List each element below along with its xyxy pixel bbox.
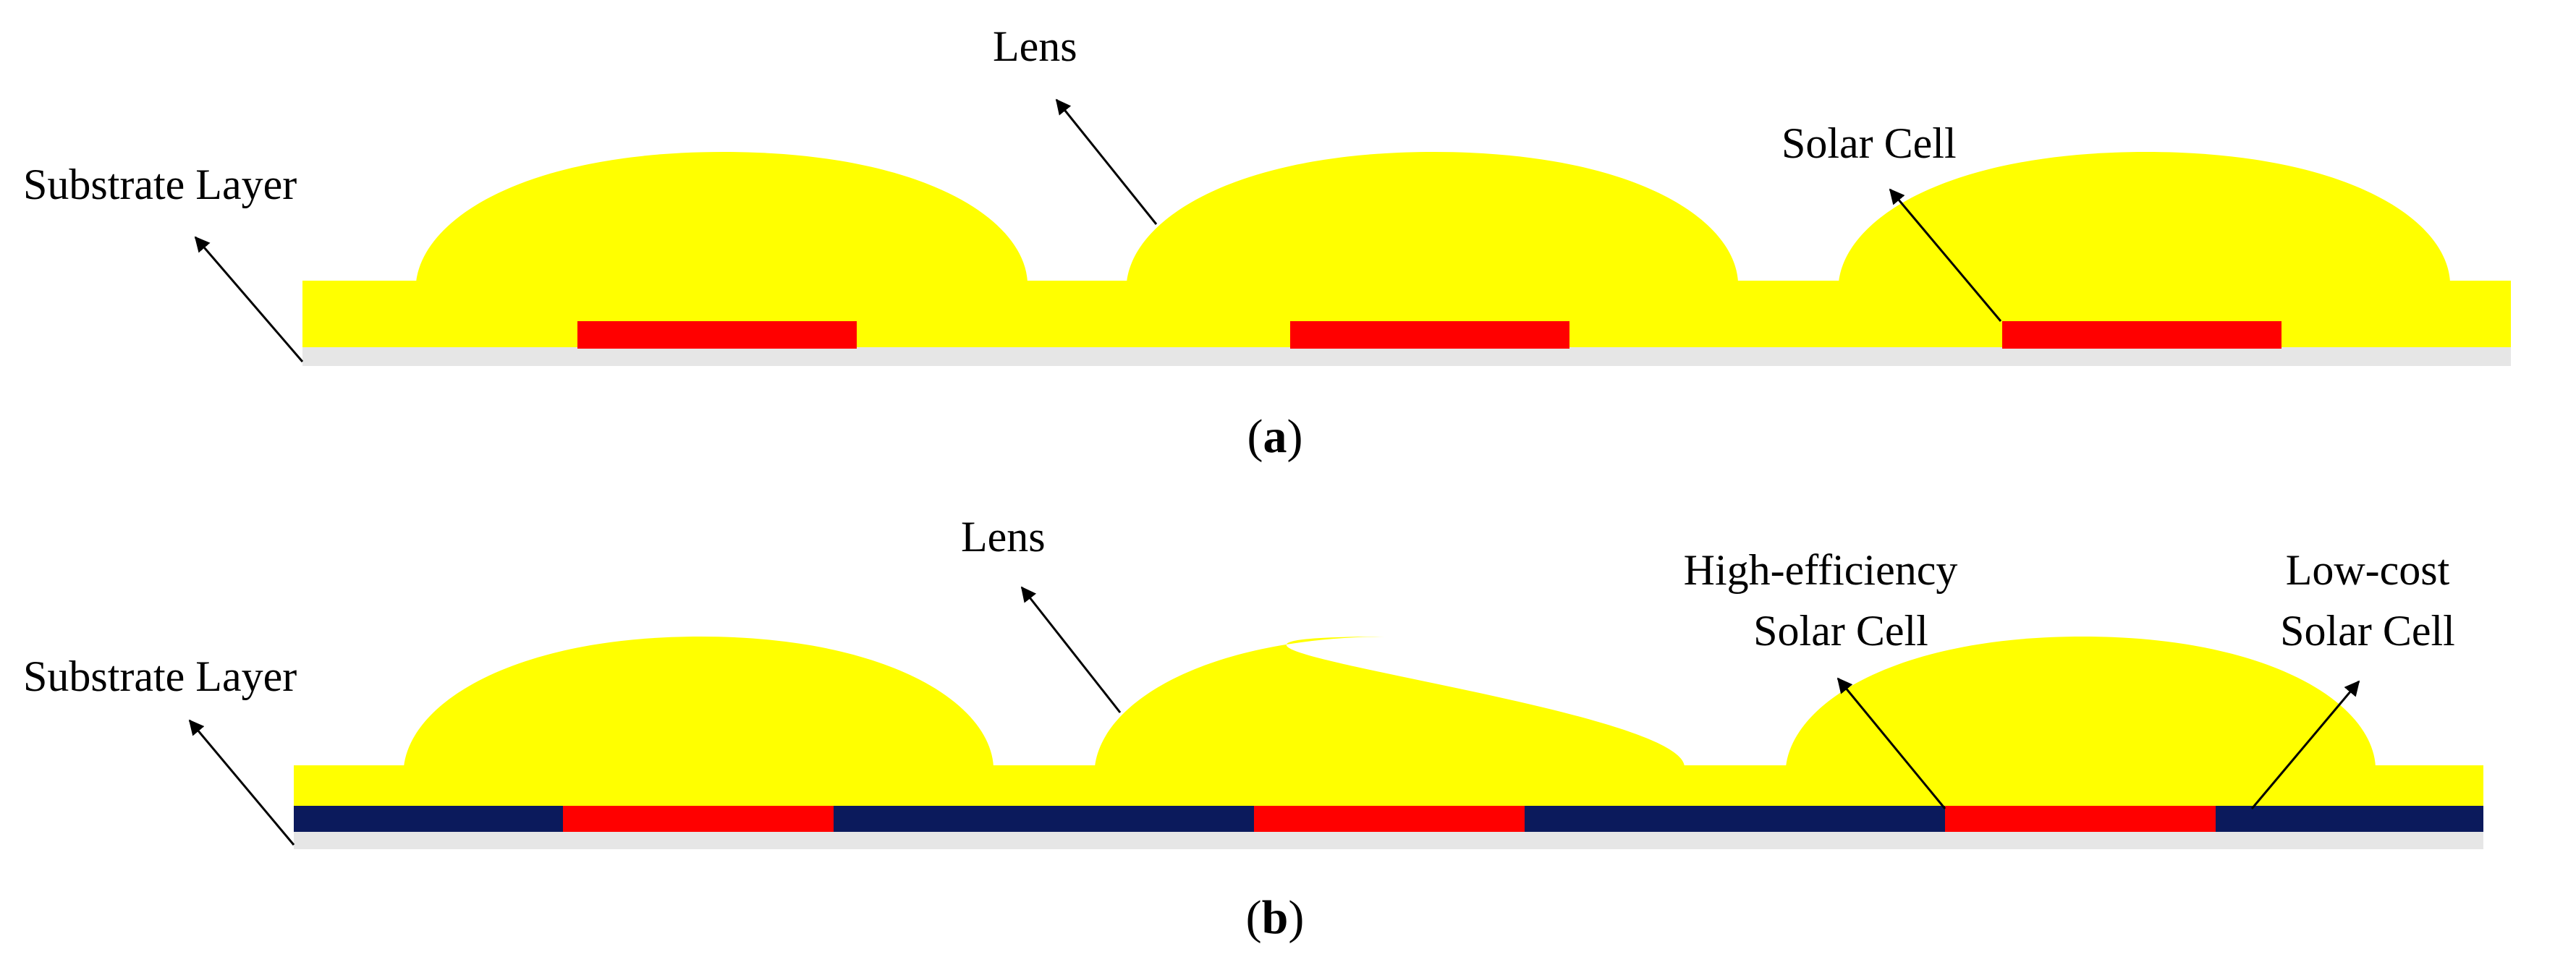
- high-eff-cell-b2: [1254, 806, 1525, 832]
- label-lens-a: Lens: [993, 22, 1077, 70]
- lens-dome-a1: [416, 152, 1028, 282]
- solar-cell-a2: [1290, 321, 1569, 349]
- label-substrate-b: Substrate Layer: [23, 652, 297, 700]
- lens-dome-a3: [1839, 152, 2450, 282]
- label-high-eff-line1: High-efficiency: [1684, 546, 1958, 594]
- label-high-eff-line2: Solar Cell: [1753, 607, 1928, 655]
- substrate-layer-b: [294, 830, 2483, 849]
- caption-a: (a): [1247, 410, 1303, 463]
- arrow-substrate-a: [194, 236, 304, 362]
- panel-b: Substrate Layer Lens High-efficiency Sol…: [23, 513, 2483, 944]
- high-eff-cell-b1: [563, 806, 834, 832]
- arrow-low-cost-b: [2250, 680, 2360, 809]
- label-low-cost-line1: Low-cost: [2286, 546, 2450, 594]
- label-substrate-a: Substrate Layer: [23, 161, 297, 208]
- arrow-substrate-b: [188, 719, 295, 846]
- lens-dome-b3: [1786, 637, 2376, 767]
- high-eff-cell-b3: [1945, 806, 2216, 832]
- solar-cell-a1: [577, 321, 857, 349]
- arrow-high-eff-b: [1836, 677, 1946, 809]
- lens-dome-a2: [1127, 152, 1738, 282]
- arrow-solar-cell-a: [1889, 188, 2002, 322]
- substrate-layer-a: [302, 347, 2511, 366]
- arrow-lens-b: [1020, 586, 1122, 713]
- label-lens-b: Lens: [961, 513, 1046, 561]
- label-low-cost-line2: Solar Cell: [2280, 607, 2455, 655]
- solar-cell-a3: [2002, 321, 2281, 349]
- caption-b: (b): [1246, 891, 1305, 944]
- arrow-lens-a: [1055, 98, 1158, 225]
- lens-dome-b2: [1095, 637, 1685, 767]
- panel-a: Substrate Layer Lens Solar Cell (a): [23, 22, 2511, 463]
- lens-strip-b: [294, 765, 2483, 806]
- lens-dome-b1: [404, 637, 993, 767]
- label-solar-cell-a: Solar Cell: [1781, 119, 1957, 167]
